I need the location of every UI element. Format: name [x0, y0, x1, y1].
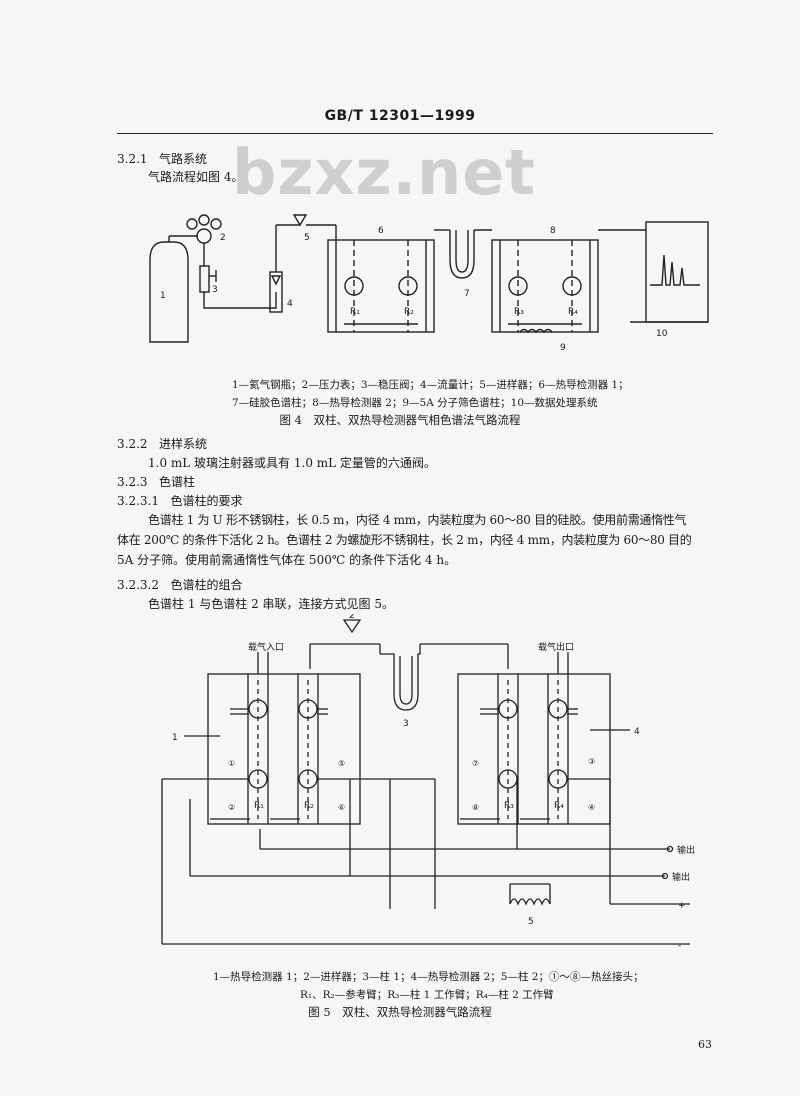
fig4-label-10: 10	[656, 329, 668, 339]
body-line: 体在 200℃ 的条件下活化 2 h。色谱柱 2 为螺旋形不锈钢柱，长 2 m，…	[117, 533, 692, 547]
section-number: 3.2.2	[117, 437, 148, 451]
fig5-joint-3: ③	[588, 757, 595, 766]
section-3-2-2-heading: 3.2.2 进样系统	[117, 435, 207, 452]
figure-5-diagram: 载气入口 载气出口 1 2 3 4 5 ① ② ③ ④ ⑤ ⑥ ⑦ ⑧ R₁ R…	[161, 614, 695, 951]
page-header: GB/T 12301—1999	[324, 108, 476, 124]
watermark: bzxz.net	[232, 136, 536, 209]
fig5-label-5: 5	[528, 917, 534, 927]
section-3-2-3-1-body: 色谱柱 1 为 U 形不锈钢柱，长 0.5 m，内径 4 mm，内装粒度为 60…	[117, 510, 717, 570]
fig5-r4: R₄	[554, 801, 564, 811]
fig5-inlet: 载气入口	[248, 641, 284, 653]
fig4-caption: 图 4 双柱、双热导检测器气相色谱法气路流程	[279, 413, 521, 427]
section-number: 3.2.3	[117, 475, 148, 489]
fig5-r2: R₂	[304, 801, 314, 811]
section-title: 进样系统	[159, 437, 208, 451]
section-3-2-2-text: 1.0 mL 玻璃注射器或具有 1.0 mL 定量管的六通阀。	[148, 456, 436, 470]
fig5-r1: R₁	[254, 801, 264, 811]
fig4-label-8: 8	[550, 226, 556, 236]
detector-1	[327, 239, 435, 333]
molecular-sieve-column-coil	[519, 328, 553, 334]
fig5-legend-line1: 1—热导检测器 1；2—进样器；3—柱 1；4—热导检测器 2；5—柱 2；①～…	[213, 971, 644, 983]
section-title: 色谱柱的要求	[170, 494, 243, 508]
header-rule	[117, 133, 713, 134]
section-3-2-3-2-text: 色谱柱 1 与色谱柱 2 串联，连接方式见图 5。	[148, 597, 394, 611]
fig5-minus: -	[678, 941, 681, 951]
section-3-2-3-heading: 3.2.3 色谱柱	[117, 473, 195, 490]
body-line: 色谱柱 1 为 U 形不锈钢柱，长 0.5 m，内径 4 mm，内装粒度为 60…	[148, 513, 687, 527]
injector	[342, 619, 362, 634]
fig4-r1: R₁	[350, 307, 360, 317]
fig4-r2: R₂	[404, 307, 414, 317]
section-3-2-3-2-heading: 3.2.3.2 色谱柱的组合	[117, 576, 242, 593]
section-3-2-3-1-heading: 3.2.3.1 色谱柱的要求	[117, 492, 242, 509]
column-2-coil	[509, 884, 551, 906]
detector-2	[457, 673, 611, 825]
fig4-label-1: 1	[160, 291, 166, 301]
section-number: 3.2.3.2	[117, 578, 159, 592]
pressure-gauge	[196, 228, 212, 244]
fig4-r4: R₄	[568, 307, 578, 317]
section-title: 色谱柱	[159, 475, 196, 489]
fig4-legend-line1: 1—氦气钢瓶；2—压力表；3—稳压阀；4—流量计；5—进样器；6—热导检测器 1…	[232, 379, 629, 391]
fig5-label-3: 3	[403, 719, 409, 729]
fig4-label-7: 7	[464, 289, 470, 299]
fig5-legend-line2: R₁、R₂—参考臂；R₃—柱 1 工作臂；R₄—柱 2 工作臂	[300, 989, 554, 1001]
fig4-label-3: 3	[212, 285, 218, 295]
body-line: 5A 分子筛。使用前需通惰性气体在 500℃ 的条件下活化 4 h。	[117, 553, 457, 567]
fig4-legend-line2: 7—硅胶色谱柱；8—热导检测器 2；9—5A 分子筛色谱柱；10—数据处理系统	[232, 397, 598, 409]
section-number: 3.2.3.1	[117, 494, 159, 508]
fig5-label-2: 2	[349, 614, 355, 621]
fig5-joint-7: ⑦	[472, 759, 479, 768]
data-processing-system	[645, 221, 709, 323]
section-3-2-1-heading: 3.2.1 气路系统	[117, 150, 207, 167]
fig5-label-4: 4	[634, 727, 640, 737]
column-1-u	[379, 644, 421, 711]
section-3-2-1-text: 气路流程如图 4。	[148, 170, 244, 184]
detector-2	[491, 239, 599, 333]
fig5-outlet: 载气出口	[538, 641, 574, 653]
section-title: 色谱柱的组合	[170, 578, 243, 592]
injector	[292, 214, 308, 227]
fig5-r3: R₃	[504, 801, 514, 811]
fig5-caption: 图 5 双柱、双热导检测器气路流程	[308, 1005, 492, 1019]
silica-gel-column-u	[449, 230, 475, 279]
pressure-regulator	[199, 265, 210, 293]
fig5-output-1: 输出	[677, 844, 695, 856]
figure-4-diagram: 1 2 3 4 5 6 7 8 9 10 R₁ R₂ R₃ R₄	[149, 214, 709, 353]
fig5-joint-1: ①	[228, 759, 235, 768]
fig4-label-9: 9	[560, 343, 566, 353]
fig5-joint-8: ⑧	[472, 803, 479, 812]
fig5-joint-2: ②	[228, 803, 235, 812]
fig4-label-4: 4	[287, 299, 293, 309]
detector-1	[207, 673, 361, 825]
fig4-label-5: 5	[304, 233, 310, 243]
fig4-label-6: 6	[378, 226, 384, 236]
fig4-label-2: 2	[220, 233, 226, 243]
fig5-joint-4: ④	[588, 803, 595, 812]
page-number: 63	[698, 1038, 712, 1051]
section-title: 气路系统	[159, 152, 208, 166]
fig4-r3: R₃	[514, 307, 524, 317]
fig5-label-1: 1	[172, 733, 178, 743]
gas-cylinder	[149, 241, 189, 343]
fig5-joint-5: ⑤	[338, 759, 345, 768]
fig5-joint-6: ⑥	[338, 803, 345, 812]
section-number: 3.2.1	[117, 152, 148, 166]
fig5-output-2: 输出	[672, 871, 690, 883]
fig5-plus: +	[678, 901, 686, 911]
